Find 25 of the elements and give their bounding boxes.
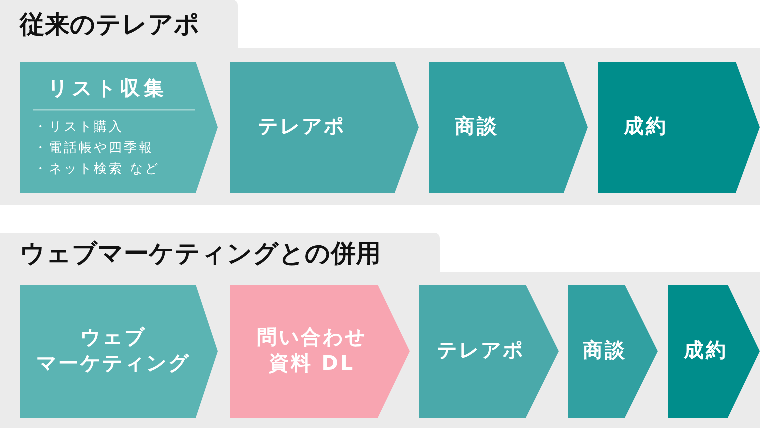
chevron-step: [419, 285, 559, 418]
step-label: テレアポ: [436, 336, 526, 362]
chevron-step: [230, 285, 410, 418]
step-label: 商談: [455, 112, 499, 138]
section-heading: 従来のテレアポ: [20, 9, 200, 41]
step-label: テレアポ: [258, 112, 346, 138]
bullet-item: ・リスト購入: [34, 120, 124, 136]
step-label: ウェブマーケティング: [36, 324, 192, 376]
step-heading: リスト収集: [47, 75, 169, 101]
step-label: 商談: [582, 336, 628, 362]
chevron-step: [429, 62, 588, 193]
chevron-step: [598, 62, 760, 193]
section-heading: ウェブマーケティングとの併用: [20, 238, 381, 270]
step-label: 成約: [624, 112, 668, 138]
chevron-step: [230, 62, 419, 193]
chevron-step: [20, 285, 218, 418]
bullet-item: ・ネット検索 など: [34, 162, 160, 178]
chevron-step: [668, 285, 760, 418]
chevron-step: [568, 285, 658, 418]
chevron-step: [20, 62, 218, 193]
stage-band: [0, 233, 760, 428]
bullet-item: ・電話帳や四季報: [34, 141, 154, 157]
stage-band: [0, 0, 760, 205]
step-label: 問い合わせ資料 DL: [256, 324, 368, 376]
step-label: 成約: [682, 336, 729, 362]
